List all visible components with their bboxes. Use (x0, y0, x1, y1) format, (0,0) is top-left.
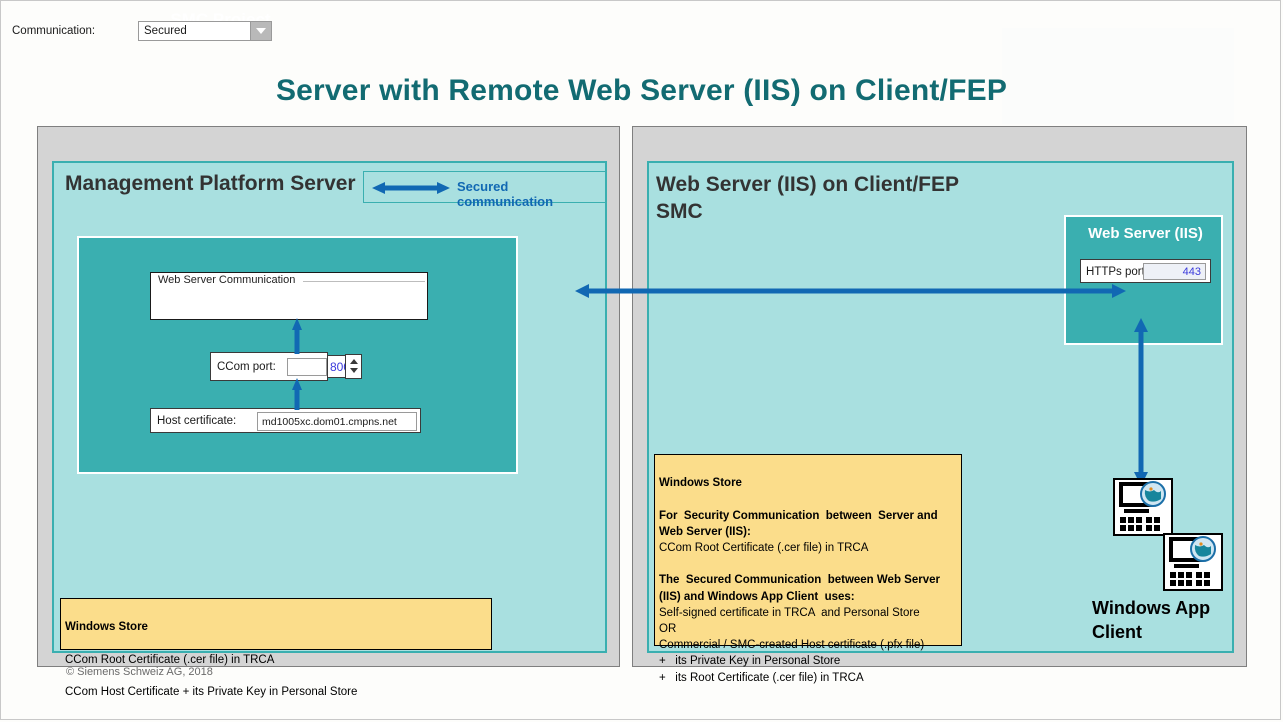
note-line (659, 556, 957, 572)
note-heading: Windows Store (659, 477, 742, 490)
note-line: Commercial / SMC-created Host certificat… (659, 639, 925, 652)
communication-label: Communication: (12, 25, 96, 37)
spinner-up-icon[interactable] (350, 359, 358, 364)
host-certificate-label: Host certificate: (157, 415, 237, 427)
groupbox-rule (303, 281, 425, 282)
note-line: Web Server (IIS): (659, 525, 751, 538)
computer-globe-icon (1163, 533, 1223, 591)
note-line: (IIS) and Windows App Client uses: (659, 590, 855, 603)
note-line: CCom Host Certificate + its Private Key … (65, 686, 358, 699)
note-line: CCom Root Certificate (.cer file) in TRC… (659, 542, 869, 555)
left-panel-title: Management Platform Server (65, 172, 356, 195)
legend-secured-communication: Secured communication (363, 171, 606, 209)
computer-globe-icon (1113, 478, 1173, 536)
ccom-port-field-group: CCom port: (210, 352, 328, 381)
https-port-field-group: HTTPs port: 443 (1080, 259, 1211, 283)
note-heading: Windows Store (65, 621, 148, 634)
host-certificate-input[interactable]: md1005xc.dom01.cmpns.net (257, 412, 417, 431)
note-line: The Secured Communication between Web Se… (659, 574, 940, 587)
note-line: Self-signed certificate in TRCA and Pers… (659, 606, 920, 619)
communication-selected-value: Secured (144, 25, 187, 37)
left-windows-store-note: Windows Store CCom Root Certificate (.ce… (60, 598, 492, 698)
right-windows-store-note: Windows Store For Security Communication… (654, 454, 962, 684)
https-port-label: HTTPs port: (1086, 266, 1148, 278)
groupbox-caption: Web Server Communication (156, 274, 298, 286)
footer-clipped-text: © Siemens Schweiz AG, 2018 (66, 666, 213, 678)
chevron-down-icon[interactable] (250, 22, 271, 40)
note-line: OR (659, 623, 677, 636)
note-line: + its Root Certificate (.cer file) in TR… (659, 671, 864, 684)
ccom-port-label: CCom port: (217, 361, 276, 373)
double-headed-arrow-icon (372, 182, 450, 194)
ccom-port-input[interactable] (287, 358, 327, 376)
https-port-value: 443 (1182, 266, 1201, 278)
note-line: + its Private Key in Personal Store (659, 655, 841, 668)
https-port-input[interactable]: 443 (1143, 263, 1206, 280)
communication-dropdown[interactable]: Secured (138, 21, 272, 41)
note-line: For Security Communication between Serve… (659, 509, 938, 522)
web-server-iis-box: Web Server (IIS) HTTPs port: 443 (1064, 215, 1223, 345)
windows-app-client-label: Windows App Client (1092, 598, 1211, 642)
spinner-up-down-icon[interactable] (345, 354, 362, 379)
web-server-communication-groupbox: Web Server Communication (150, 272, 428, 320)
note-line: CCom Root Certificate (.cer file) in TRC… (65, 653, 275, 666)
spinner-down-icon[interactable] (350, 368, 358, 373)
host-certificate-field-group: Host certificate: md1005xc.dom01.cmpns.n… (150, 408, 421, 433)
right-panel-title: Web Server (IIS) on Client/FEP SMC (656, 173, 960, 223)
web-server-iis-title: Web Server (IIS) (1088, 225, 1203, 242)
legend-label: Secured communication (457, 179, 554, 209)
page-title: Server with Remote Web Server (IIS) on C… (275, 74, 1008, 107)
background-strip (1002, 28, 1234, 124)
note-body: For Security Communication between Serve… (659, 508, 957, 686)
host-certificate-value: md1005xc.dom01.cmpns.net (262, 416, 397, 428)
